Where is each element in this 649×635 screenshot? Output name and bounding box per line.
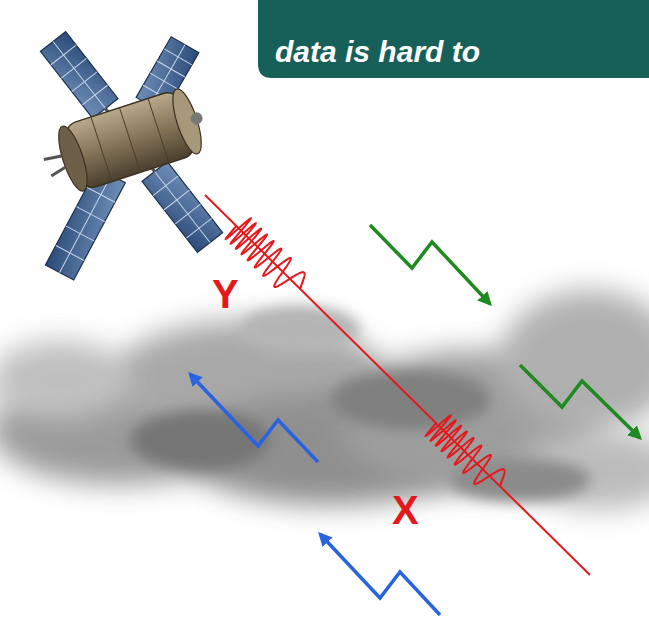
emission-arrow: [190, 374, 318, 462]
banner-text: data is hard to: [275, 34, 480, 70]
point-label: Y: [212, 272, 239, 316]
satellite: [36, 32, 223, 280]
point-label: X: [392, 488, 419, 532]
emission-arrow: [320, 534, 440, 615]
signal-path: [205, 195, 590, 575]
radiation-arrow: [370, 225, 490, 304]
wave-packet: [425, 412, 512, 498]
cloud-layer: [0, 290, 649, 510]
radiation-arrow: [520, 365, 640, 438]
banner: [258, 0, 649, 78]
